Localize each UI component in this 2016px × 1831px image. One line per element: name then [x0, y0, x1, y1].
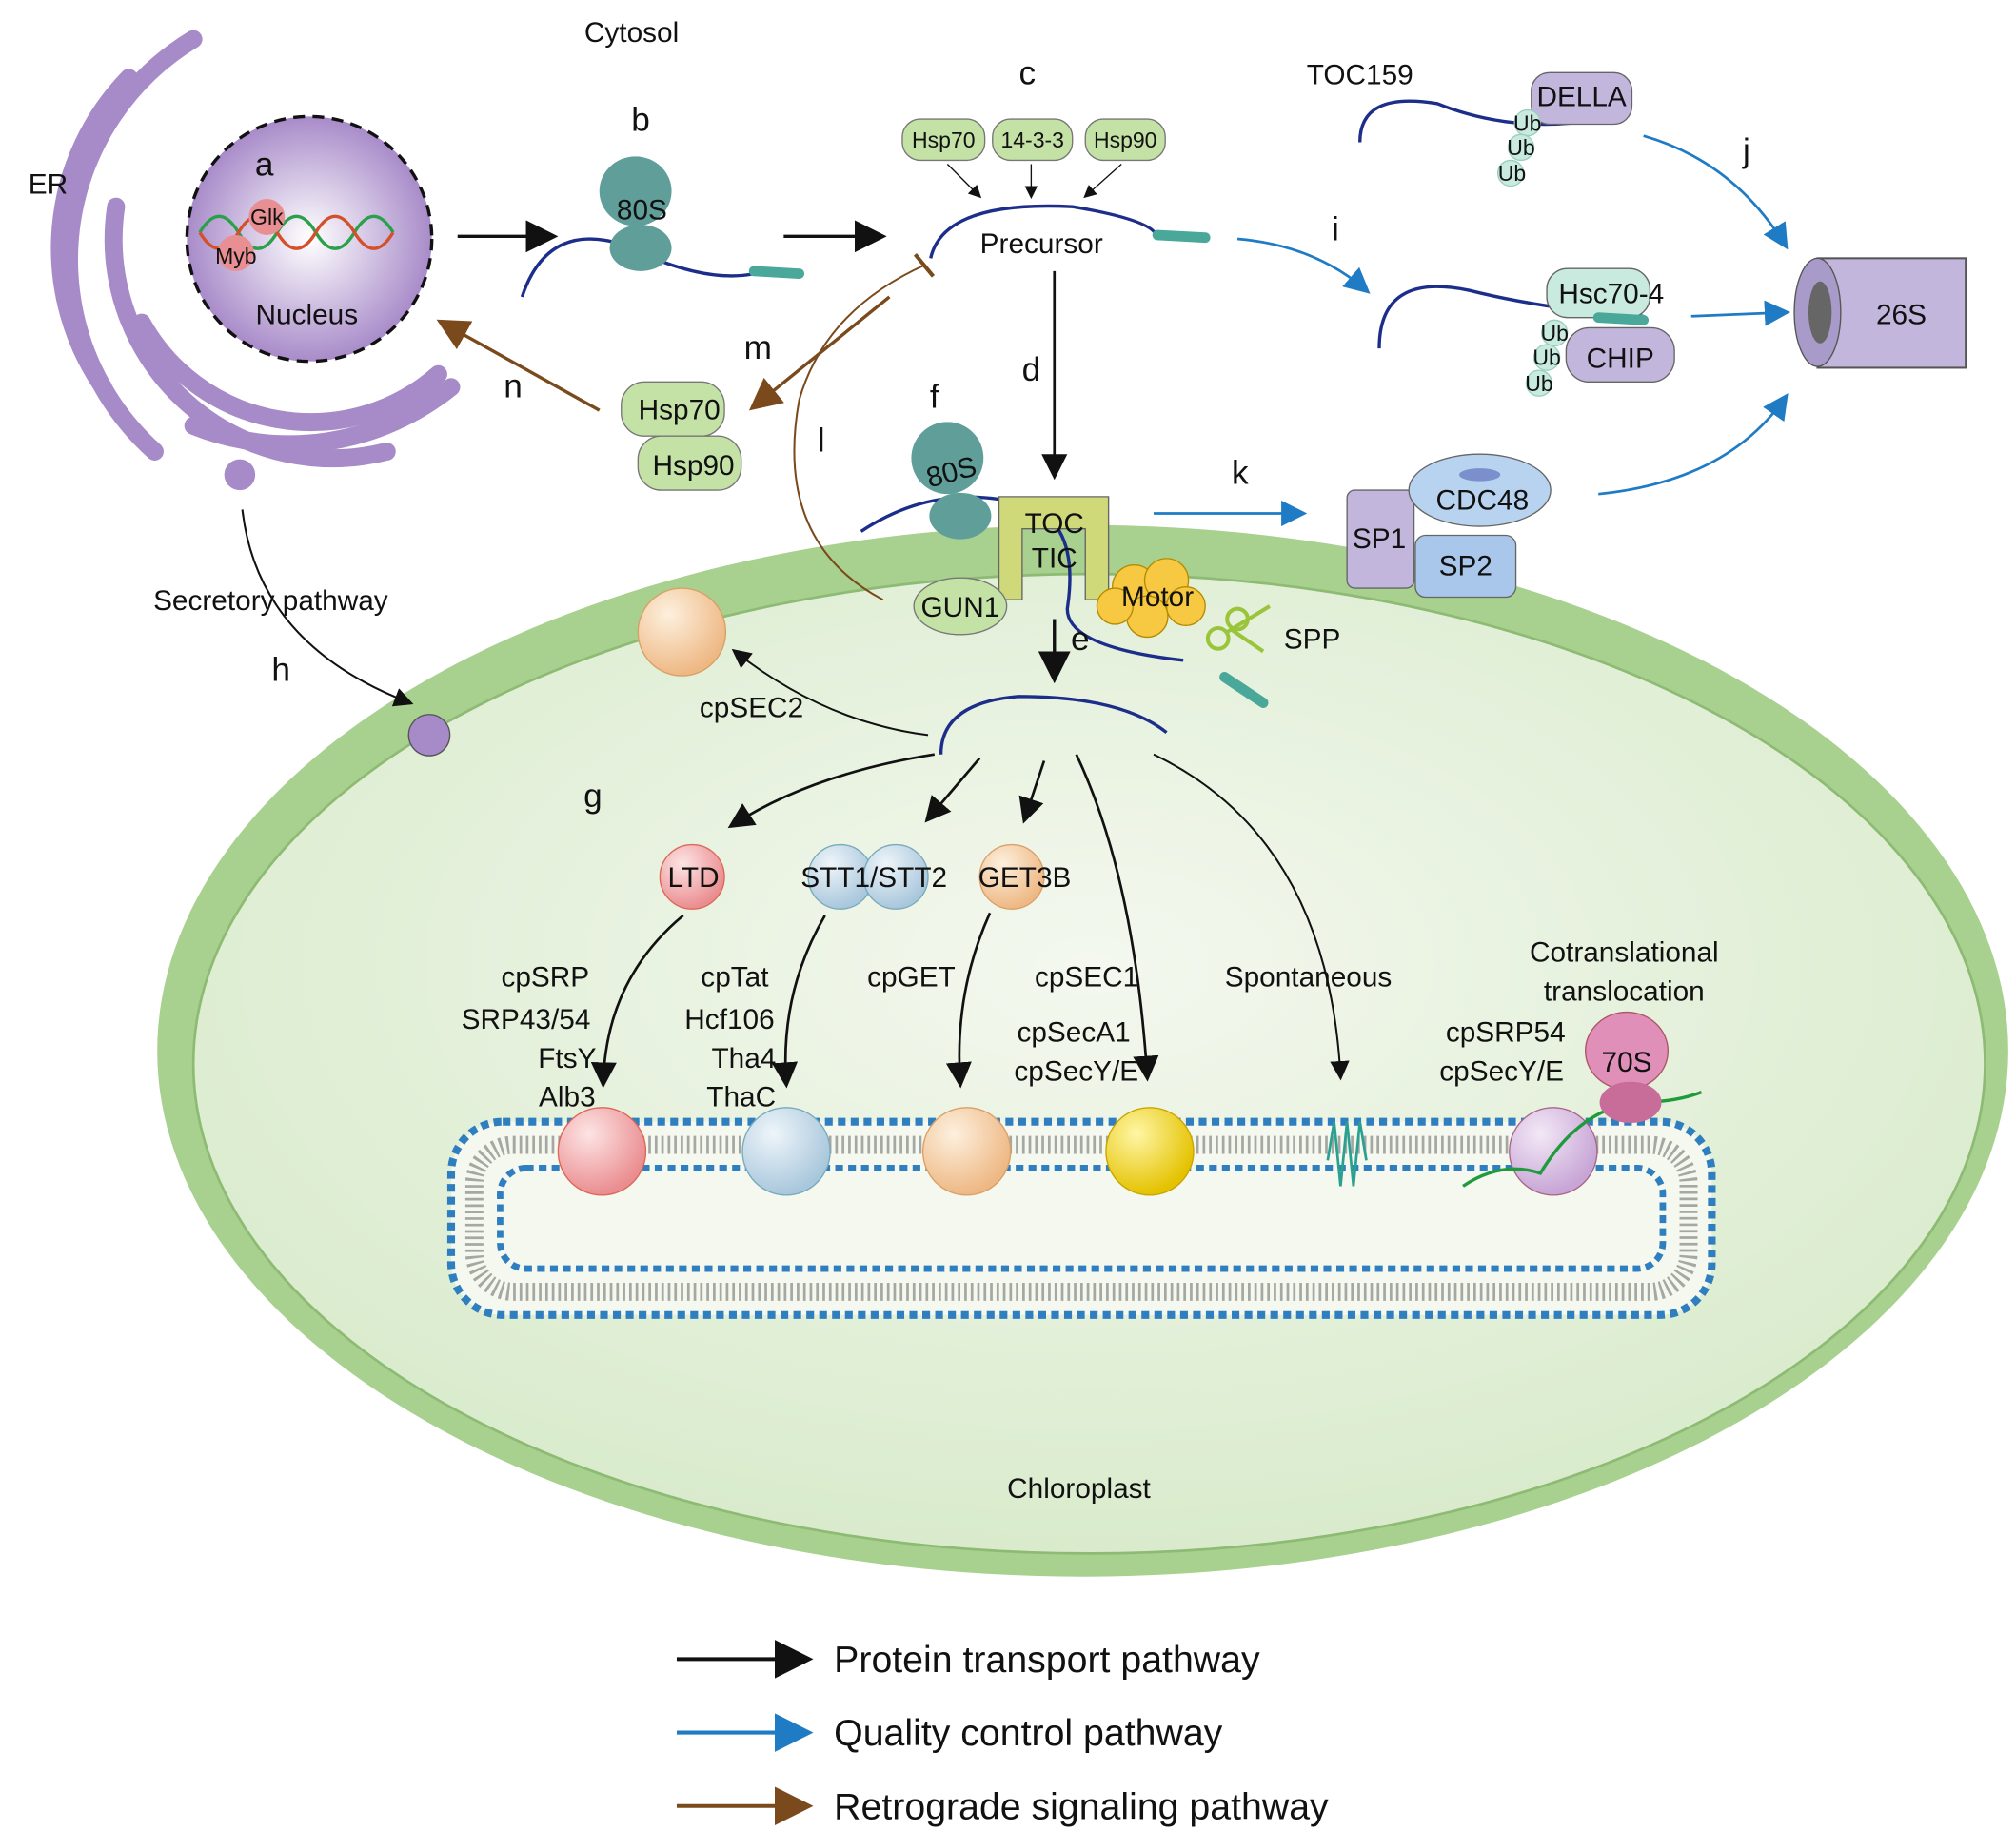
cptat-label: cpTat [701, 961, 769, 993]
get-translocase [921, 1107, 1012, 1196]
cpsec1-label: cpSEC1 [1035, 961, 1138, 993]
legend-quality-control: Quality control pathway [834, 1712, 1222, 1754]
toc-tic-complex: TOC TIC [998, 496, 1110, 600]
myb-label: Myb [215, 244, 256, 268]
proteasome-label: 26S [1876, 299, 1927, 330]
cpseca1-label: cpSecA1 [1017, 1017, 1130, 1049]
cotranslational-label: Cotranslational [1530, 937, 1719, 969]
alb3-translocase [557, 1107, 647, 1196]
14-3-3-label: 14-3-3 [1000, 128, 1064, 152]
motor-label: Motor [1121, 581, 1194, 613]
tic-label: TIC [1032, 542, 1077, 574]
letter-n: n [504, 368, 523, 405]
letter-b: b [631, 101, 650, 138]
letter-l: l [818, 422, 825, 459]
gun1-label: GUN1 [921, 592, 1000, 623]
stt-label: STT1/STT2 [800, 862, 947, 894]
legend: Protein transport pathway Quality contro… [676, 1639, 1329, 1827]
retro-hsp90-label: Hsp90 [653, 450, 735, 482]
retro-hsp70-label: Hsp70 [639, 395, 721, 426]
ub-label: Ub [1540, 321, 1568, 345]
ub-label: Ub [1507, 135, 1534, 160]
cotrans-translocase [1509, 1107, 1598, 1196]
letter-i: i [1332, 210, 1339, 247]
cpsrp54-label: cpSRP54 [1446, 1017, 1566, 1049]
sp2-label: SP2 [1439, 550, 1492, 581]
secretory-pathway-label: Secretory pathway [153, 585, 388, 617]
letter-h: h [271, 652, 290, 689]
cotrans-cpsecye-label: cpSecY/E [1439, 1055, 1564, 1087]
ub-label: Ub [1498, 161, 1526, 186]
ubiquitin-chain [1496, 108, 1541, 187]
letter-j: j [1742, 132, 1750, 169]
er-label: ER [29, 169, 68, 201]
letter-f: f [930, 378, 939, 415]
ftsy-label: FtsY [538, 1043, 596, 1074]
translocation-label: translocation [1544, 975, 1705, 1007]
precursor-label: Precursor [980, 228, 1103, 260]
get3b-label: GET3B [978, 862, 1072, 894]
letter-a: a [255, 147, 274, 184]
cpsec2-label: cpSEC2 [700, 692, 803, 723]
ribosome-label: 80S [617, 195, 667, 226]
tat-translocase [741, 1107, 831, 1196]
tha4-label: Tha4 [711, 1043, 776, 1074]
ub-label: Ub [1532, 345, 1560, 370]
cpsecye-label: cpSecY/E [1014, 1055, 1138, 1087]
letter-d: d [1022, 351, 1041, 388]
ribosome70-label: 70S [1602, 1047, 1652, 1078]
scissors-icon [1205, 604, 1271, 654]
letter-m: m [744, 329, 772, 366]
legend-protein-transport: Protein transport pathway [834, 1639, 1260, 1681]
pathway-labels: cpSRP SRP43/54 FtsY Alb3 cpTat Hcf106 Th… [462, 937, 1719, 1113]
letter-g: g [583, 778, 603, 815]
toc-label: TOC [1025, 508, 1084, 540]
della-label: DELLA [1536, 82, 1626, 113]
cpsrp-label: cpSRP [501, 961, 589, 993]
legend-retrograde-signaling: Retrograde signaling pathway [834, 1785, 1329, 1827]
chloroplast-label: Chloroplast [1007, 1473, 1151, 1505]
proteasome-26s: 26S [1793, 257, 1967, 369]
chloroplast: Chloroplast [157, 524, 2008, 1577]
alb3-label: Alb3 [539, 1081, 596, 1112]
cytosol-label: Cytosol [584, 17, 679, 49]
sp1-sp2-cdc48: SP1 SP2 CDC48 [1346, 453, 1552, 599]
sp1-label: SP1 [1353, 523, 1406, 555]
cpget-label: cpGET [867, 961, 956, 993]
glk-label: Glk [250, 205, 284, 229]
er [50, 30, 461, 491]
hsc70-label: Hsc70-4 [1558, 279, 1664, 310]
spontaneous-label: Spontaneous [1225, 961, 1393, 993]
letter-c: c [1019, 55, 1037, 92]
chaperones: Hsp70 14-3-3 Hsp90 [901, 118, 1166, 200]
spp-label: SPP [1284, 624, 1341, 656]
ltd-label: LTD [668, 862, 720, 894]
hcf106-label: Hcf106 [684, 1004, 774, 1035]
thac-label: ThaC [706, 1081, 776, 1112]
toc159-label: TOC159 [1307, 60, 1413, 91]
nucleus: Glk Myb Nucleus [185, 114, 434, 364]
cdc48-label: CDC48 [1436, 484, 1530, 516]
ub-label: Ub [1513, 110, 1541, 135]
hsp70-label: Hsp70 [912, 128, 976, 152]
nucleus-label: Nucleus [256, 299, 359, 330]
ub-label: Ub [1525, 371, 1552, 396]
ribosome-80s: 80S [520, 156, 805, 298]
letter-k: k [1232, 454, 1249, 491]
srp43-54-label: SRP43/54 [462, 1004, 591, 1035]
motor-complex [1096, 558, 1206, 639]
chip-label: CHIP [1587, 343, 1654, 374]
letter-e: e [1071, 620, 1090, 658]
sec-translocase [1105, 1107, 1195, 1196]
hsp90-label: Hsp90 [1094, 128, 1157, 152]
